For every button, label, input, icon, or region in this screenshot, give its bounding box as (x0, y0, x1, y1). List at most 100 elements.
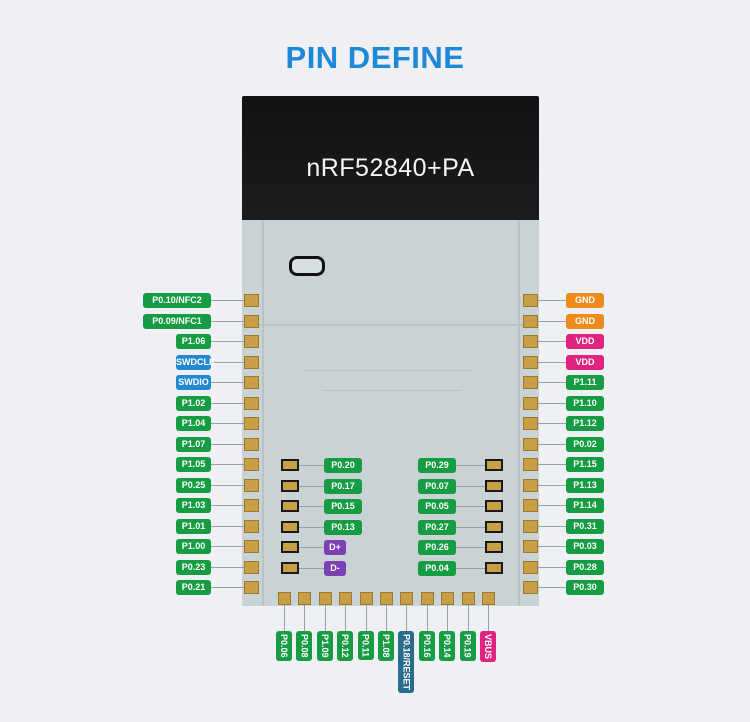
inner-pin-pad (281, 479, 299, 492)
pin-connector (211, 423, 244, 424)
pin-connector (538, 382, 566, 383)
pin-connector (467, 605, 469, 631)
pin-connector (211, 464, 244, 465)
pin-pad (244, 417, 259, 430)
pin-connector (456, 465, 485, 466)
pin-pad (244, 396, 259, 410)
pin-pad (523, 335, 538, 348)
pin-label: P1.03 (176, 498, 211, 513)
inner-pin-pad (485, 500, 503, 512)
pin-label: P0.25 (176, 477, 211, 493)
pin-label: P1.06 (176, 334, 211, 349)
pin-connector (447, 605, 449, 631)
pin-connector (211, 505, 244, 506)
bottom-pin-label: P1.09 (316, 631, 333, 661)
inner-pin-label: D+ (324, 540, 346, 555)
rf-shield: nRF52840+PA (242, 96, 539, 220)
pin-pad (523, 581, 538, 594)
pin-connector (456, 506, 485, 507)
pin-pad (318, 592, 332, 605)
pin-pad (523, 540, 538, 553)
inner-pin-pad (281, 459, 299, 471)
pin-connector (304, 605, 306, 631)
pin-pad (244, 437, 259, 451)
bottom-pin-label: P0.16 (418, 631, 435, 661)
pin-pad (380, 592, 393, 605)
pin-pad (298, 592, 312, 605)
bottom-pin-label: P0.11 (357, 631, 374, 661)
pin-label: P1.00 (176, 539, 211, 554)
pin-connector (538, 341, 566, 342)
pin-label: P1.02 (176, 395, 211, 411)
pin-connector (386, 605, 387, 631)
pin-label: SWDCLK (176, 354, 216, 370)
bottom-pin-label: P0.06 (276, 631, 292, 661)
pin-connector (538, 484, 566, 486)
inner-pin-label: P0.26 (418, 540, 456, 555)
pin-label: P0.02 (566, 436, 604, 452)
pin-connector (456, 485, 485, 487)
inner-pin-label: P0.17 (324, 478, 362, 494)
inner-pin-pad (485, 520, 503, 533)
pin-pad (244, 519, 259, 533)
pin-label: VDD (566, 334, 604, 349)
pin-label: P1.11 (566, 375, 604, 390)
pin-connector (211, 341, 244, 342)
pin-pad (339, 592, 353, 605)
inner-pin-pad (485, 541, 503, 553)
pin-connector (299, 567, 324, 569)
pin-label: P1.01 (176, 518, 211, 534)
inner-pin-pad (281, 541, 299, 553)
antenna-slot (289, 256, 325, 276)
pin-pad (278, 592, 291, 605)
pin-pad (523, 560, 538, 574)
pin-connector (538, 402, 566, 404)
pin-connector (538, 587, 566, 588)
inner-pin-label: P0.27 (418, 519, 456, 535)
inner-pin-pad (485, 459, 503, 471)
pin-connector (299, 526, 324, 528)
pin-label: P0.28 (566, 559, 604, 575)
pin-label: P1.04 (176, 416, 211, 431)
pin-connector (211, 320, 244, 322)
pin-connector (456, 526, 485, 528)
pin-label: P0.30 (566, 580, 604, 595)
pin-label: P0.23 (176, 559, 211, 575)
pin-connector (211, 587, 244, 588)
pin-pad (244, 499, 259, 512)
bottom-pin-label: VBUS (480, 631, 496, 663)
pin-connector (211, 546, 244, 547)
chip-name: nRF52840+PA (306, 154, 475, 182)
pin-pad (244, 581, 259, 594)
bottom-pin-label: P0.14 (439, 631, 456, 661)
pin-connector (538, 361, 566, 363)
pin-connector (538, 320, 566, 322)
pin-pad (523, 417, 538, 430)
pin-pad (523, 294, 538, 307)
pin-pad (523, 355, 538, 369)
pin-pad (244, 478, 259, 492)
pin-pad (523, 314, 538, 328)
pin-connector (345, 605, 347, 631)
pin-label: GND (566, 313, 604, 329)
pin-label: P0.10/NFC2 (143, 293, 211, 308)
inner-pin-label: P0.29 (418, 458, 456, 473)
pin-label: P1.14 (566, 498, 604, 513)
pin-connector (538, 505, 566, 506)
pin-pad (441, 592, 455, 605)
pin-pad (523, 376, 538, 389)
pin-pad (523, 437, 538, 451)
inner-pin-label: P0.05 (418, 499, 456, 514)
pin-pad (461, 592, 475, 605)
inner-pin-pad (281, 520, 299, 533)
pin-connector (538, 566, 566, 568)
pin-label: P1.13 (566, 477, 604, 493)
inner-pin-label: P0.13 (324, 519, 362, 535)
page-title: PIN DEFINE (285, 40, 465, 75)
pin-connector (538, 443, 566, 445)
pin-connector (299, 485, 324, 487)
bottom-pin-label: P0.19 (459, 631, 476, 661)
pin-connector (456, 567, 485, 569)
pin-label: P1.15 (566, 457, 604, 472)
inner-pin-pad (281, 500, 299, 512)
